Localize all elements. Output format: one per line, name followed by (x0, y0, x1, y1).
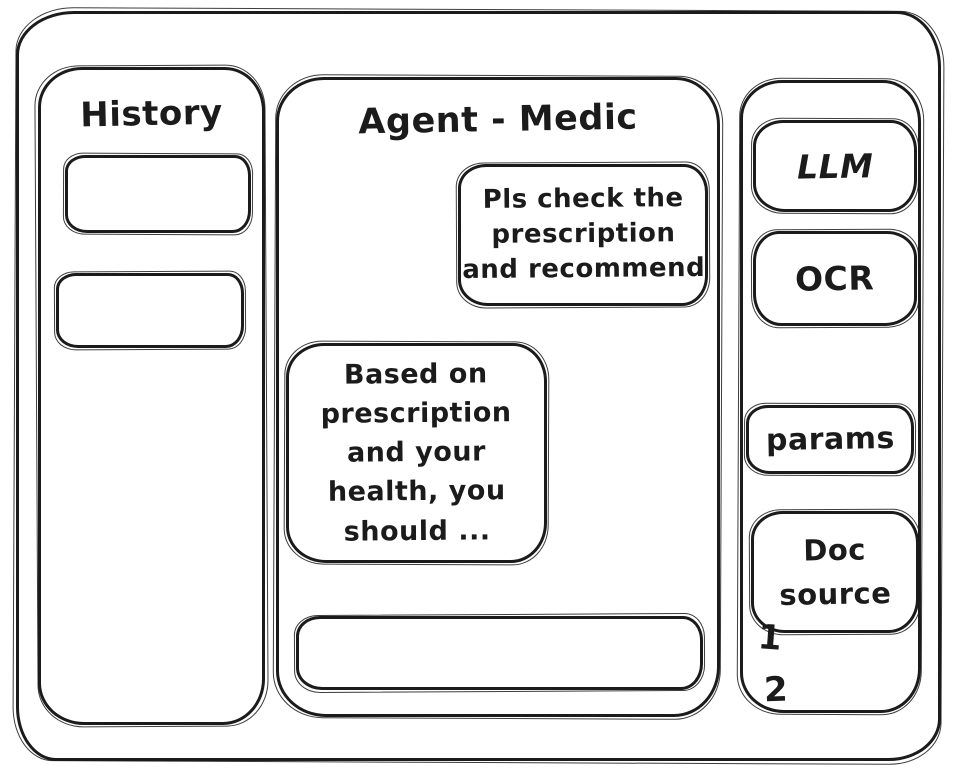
doc-source-button-label: Doc source (779, 531, 892, 611)
history-panel: History (38, 67, 265, 725)
app-frame: History Agent - Medic Pls check the pres… (16, 11, 941, 761)
history-item[interactable] (65, 155, 251, 233)
tools-panel: LLM OCR params Doc source 1 2 (740, 80, 921, 713)
history-title: History (79, 92, 224, 136)
llm-button[interactable]: LLM (753, 120, 917, 212)
chat-panel: Agent - Medic Pls check the prescription… (276, 77, 720, 717)
params-button-label: params (765, 420, 895, 459)
user-message-text: Pls check the prescription and recommend (461, 183, 705, 286)
doc-source-item-1: 1 (756, 617, 784, 659)
assistant-message-text: Based on prescription and your health, y… (320, 358, 512, 548)
assistant-message-bubble: Based on prescription and your health, y… (286, 343, 547, 563)
message-input-box (296, 616, 703, 690)
message-input[interactable] (299, 619, 700, 687)
app-title: Agent - Medic (358, 97, 638, 143)
doc-source-button[interactable]: Doc source (751, 511, 919, 633)
ocr-button-label: OCR (795, 258, 875, 299)
doc-source-item-2: 2 (763, 669, 789, 711)
params-button[interactable]: params (746, 405, 914, 474)
llm-button-label: LLM (796, 145, 874, 187)
user-message-bubble: Pls check the prescription and recommend (458, 164, 708, 306)
ocr-button[interactable]: OCR (753, 231, 917, 326)
history-item[interactable] (56, 273, 244, 348)
